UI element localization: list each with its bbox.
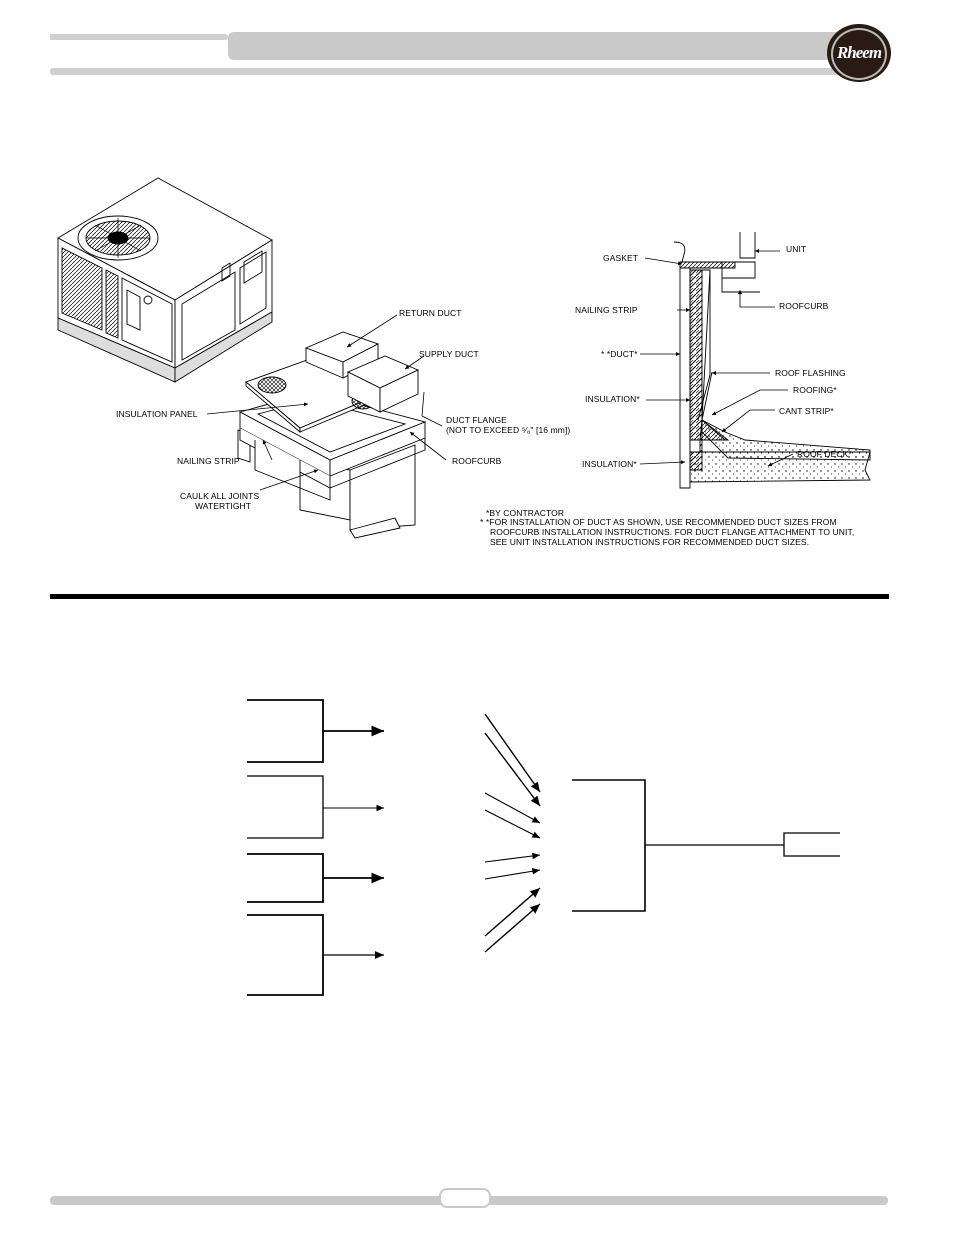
label-insulation-lower: INSULATION*	[582, 459, 637, 469]
rheem-logo-ring	[831, 28, 887, 80]
label-caulk-joints: CAULK ALL JOINTS	[180, 491, 260, 501]
rooftop-unit-illustration	[57, 177, 273, 383]
label-watertight: WATERTIGHT	[195, 501, 252, 511]
note-duct-line-3: SEE UNIT INSTALLATION INSTRUCTIONS FOR R…	[490, 537, 810, 547]
note-duct-line-1: * *FOR INSTALLATION OF DUCT AS SHOWN, US…	[480, 517, 837, 527]
rheem-logo-text: Rheem	[836, 43, 882, 62]
label-duct: * *DUCT*	[601, 349, 638, 359]
roofcurb-cross-section	[673, 232, 871, 489]
label-unit: UNIT	[786, 244, 807, 254]
label-cant-strip: CANT STRIP*	[779, 406, 834, 416]
header-right-bar	[228, 32, 840, 60]
right-figure-leaders	[639, 249, 794, 467]
label-duct-flange-limit: (NOT TO EXCEED ⁵⁄₈" [16 mm])	[446, 425, 571, 435]
rheem-logo: Rheem	[827, 24, 891, 82]
label-return-duct: RETURN DUCT	[399, 308, 462, 318]
section-divider	[50, 594, 889, 599]
label-nailing-strip-left: NAILING STRIP	[177, 456, 240, 466]
label-insulation-panel: INSULATION PANEL	[116, 409, 198, 419]
label-roofing: ROOFING*	[793, 385, 837, 395]
flow-diagram	[247, 699, 840, 996]
label-roof-flashing: ROOF FLASHING	[775, 368, 846, 378]
roofcurb-assembly-illustration	[237, 331, 427, 539]
header-lower-bar	[50, 68, 840, 75]
label-roofcurb-left: ROOFCURB	[452, 456, 502, 466]
left-figure-leaders	[206, 314, 447, 491]
label-supply-duct: SUPPLY DUCT	[419, 349, 479, 359]
label-duct-flange: DUCT FLANGE	[446, 415, 507, 425]
header-left-bar	[50, 34, 228, 40]
label-insulation-upper: INSULATION*	[585, 394, 640, 404]
page-number-tab	[439, 1188, 491, 1208]
note-duct-line-2: ROOFCURB INSTALLATION INSTRUCTIONS. FOR …	[490, 527, 855, 537]
label-roofcurb-right: ROOFCURB	[779, 301, 829, 311]
note-by-contractor: *BY CONTRACTOR	[486, 508, 565, 518]
label-nailing-strip-right: NAILING STRIP	[575, 305, 638, 315]
label-roof-deck: ROOF DECK*	[797, 449, 852, 459]
label-gasket: GASKET	[603, 253, 639, 263]
